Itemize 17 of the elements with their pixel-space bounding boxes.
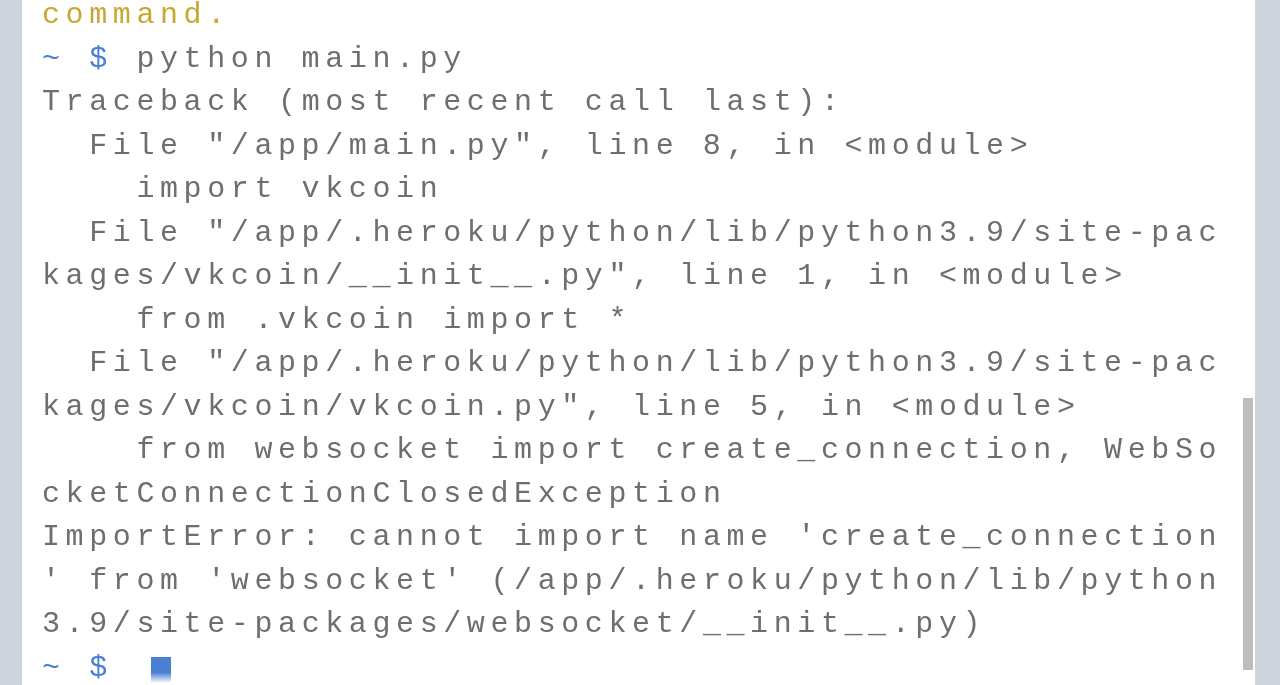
terminal-output-line: Traceback (most recent call last): [42,87,845,117]
terminal-output-line: ImportError: cannot import name 'create_connection [42,522,1223,552]
terminal-output-line: from .vkcoin import * [136,304,633,335]
terminal-output-line: kages/vkcoin/vkcoin.py", line 5, in <module> [42,391,1081,422]
shell-command: python main.py [136,43,467,74]
terminal-output-line: import vkcoin [136,174,444,204]
terminal-output-line: File "/app/.heroku/python/lib/python3.9/site-pac [89,348,1223,378]
terminal-message-line: command. [42,0,231,30]
terminal-output-line: File "/app/main.py", line 8, in <module> [89,130,1034,161]
shell-prompt: ~ $ [42,652,113,683]
terminal-output-line: 3.9/site-packages/websocket/__init__.py) [42,609,987,639]
terminal-output-line: File "/app/.heroku/python/lib/python3.9/site-pac [89,217,1223,248]
shell-prompt: ~ $ [42,43,113,74]
terminal-output-line: kages/vkcoin/__init__.py", line 1, in <module> [42,261,1128,291]
terminal-output-line: cketConnectionClosedException [42,478,727,509]
terminal-output-line: from websocket import create_connection, WebSo [136,435,1223,465]
terminal-output-line: ' from 'websocket' (/app/.heroku/python/lib/python [42,565,1223,596]
